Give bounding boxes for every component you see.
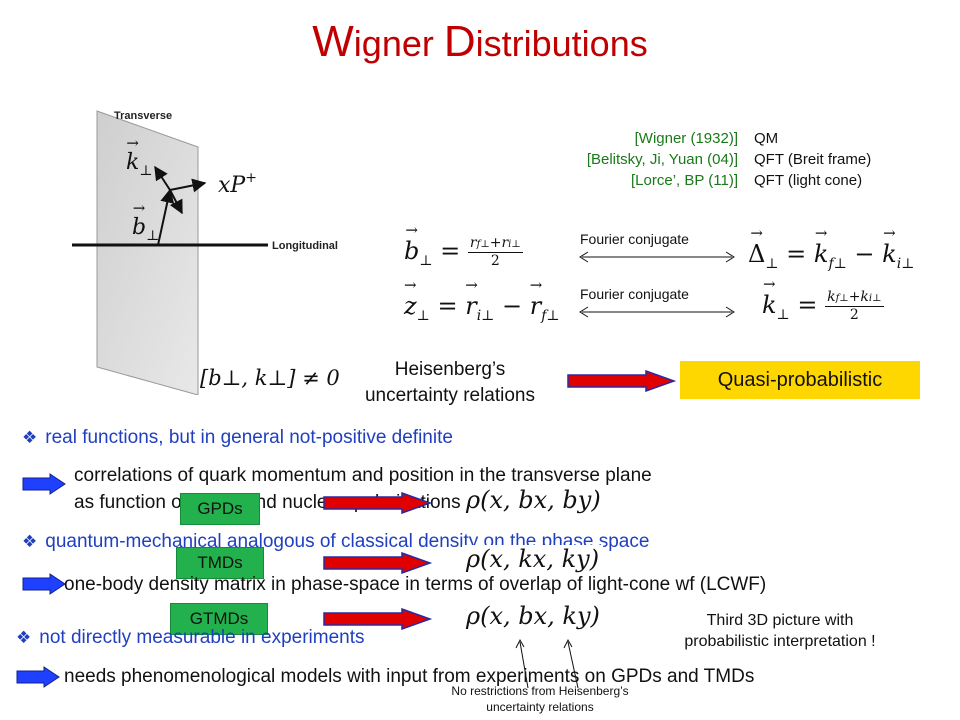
reference-lorce: [Lorce’, BP (11)] — [631, 172, 738, 189]
transverse-plane — [96, 110, 199, 395]
pointer-arrows — [515, 638, 579, 689]
k-vector-arrow — [154, 165, 171, 191]
quasi-probabilistic-box: Quasi-probabilistic — [680, 361, 920, 399]
diamond-bullet-icon: ❖ — [16, 628, 32, 647]
third-picture-note: Third 3D picture with probabilistic inte… — [684, 612, 876, 650]
xp-label: xP+ — [218, 170, 257, 198]
rho-gtmd-formula: ρ(x, bx, ky) — [462, 602, 604, 630]
k-perp-equation: k⊥ = kf⊥+ki⊥2 — [762, 275, 884, 323]
commutator-formula: [b⊥, k⊥] ≠ 0 — [200, 366, 340, 390]
reference-wigner: [Wigner (1932)] — [634, 130, 738, 147]
correlations-line-1: correlations of quark momentum and posit… — [74, 465, 652, 486]
reference-desc-lightcone: QFT (light cone) — [754, 172, 863, 189]
reference-belitsky: [Belitsky, Ji, Yuan (04)] — [586, 151, 738, 168]
b-vector-arrow — [157, 188, 175, 246]
b-perp-equation: b⊥ = rf⊥+ri⊥2 — [404, 221, 523, 269]
rho-gpd-formula: ρ(x, bx, by) — [462, 486, 605, 514]
reference-desc-breit: QFT (Breit frame) — [754, 151, 872, 168]
red-arrow-gtmds — [323, 608, 433, 630]
rho-tmd-formula: ρ(x, kx, ky) — [462, 545, 604, 573]
k-perp-label: k⊥ — [126, 134, 153, 179]
no-restrictions-note: No restrictions from Heisenberg’s uncert… — [451, 684, 629, 714]
reference-list: [Wigner (1932)] [Belitsky, Ji, Yuan (04)… — [430, 128, 738, 191]
fourier-double-arrow-2 — [579, 306, 735, 318]
reference-descriptions: QM QFT (Breit frame) QFT (light cone) — [754, 128, 954, 191]
reference-desc-qm: QM — [754, 130, 779, 147]
tmds-tag: TMDs — [176, 547, 264, 579]
diamond-bullet-icon: ❖ — [22, 428, 38, 447]
fourier-label-1: Fourier conjugate — [580, 231, 689, 247]
diamond-bullet-icon: ❖ — [22, 532, 38, 551]
red-arrow-tmds — [323, 552, 433, 574]
fourier-double-arrow-1 — [579, 251, 735, 263]
heisenberg-text: Heisenberg’s uncertainty relations — [364, 359, 536, 406]
bullet-not-measurable: ❖not directly measurable in experiments — [16, 627, 365, 648]
page-title: Wigner Distributions — [312, 17, 648, 66]
blue-arrow-icon-3 — [16, 666, 60, 688]
blue-arrow-icon-2 — [22, 573, 66, 595]
transverse-label: Transverse — [114, 110, 173, 122]
bullet-real-functions: ❖real functions, but in general not-posi… — [22, 427, 453, 448]
needs-line: needs phenomenological models with input… — [64, 666, 755, 687]
spectator-arrow — [169, 189, 183, 215]
delta-perp-equation: Δ⊥ = kf⊥ − ki⊥ — [748, 224, 914, 272]
transverse-plane-diagram — [72, 110, 268, 395]
z-perp-equation: z⊥ = ri⊥ − rf⊥ — [404, 276, 560, 324]
red-arrow-gpds — [323, 492, 433, 514]
xp-vector-arrow — [169, 178, 207, 193]
b-perp-label: b⊥ — [132, 199, 159, 244]
fourier-label-2: Fourier conjugate — [580, 286, 689, 302]
blue-arrow-icon-1 — [22, 473, 66, 495]
red-arrow-heisenberg — [567, 370, 677, 392]
gtmds-tag: GTMDs — [170, 603, 268, 635]
longitudinal-label: Longitudinal — [272, 240, 338, 252]
gpds-tag: GPDs — [180, 493, 260, 525]
one-body-line: one-body density matrix in phase-space i… — [64, 574, 767, 595]
